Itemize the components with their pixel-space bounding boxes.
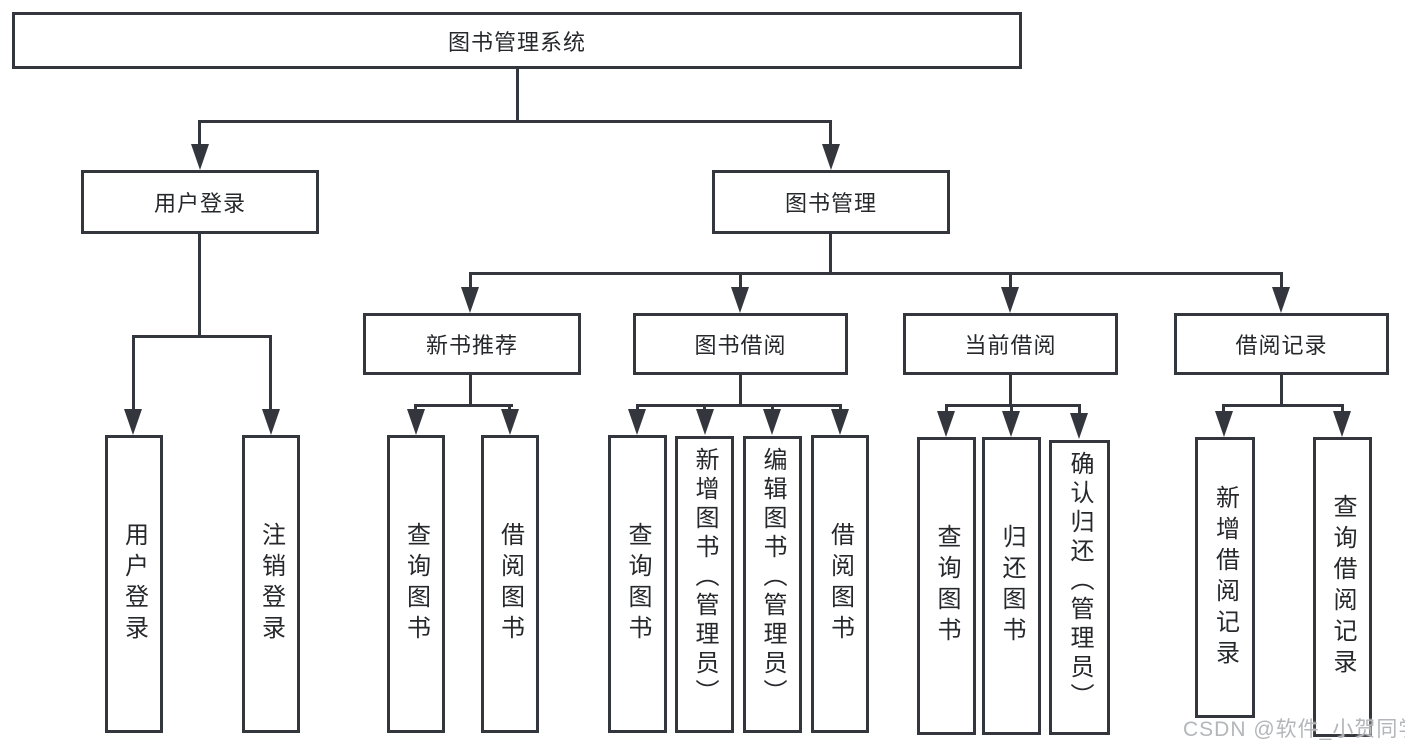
connector-book-management-stem [829, 233, 832, 274]
arrow-down-icon [1215, 411, 1233, 437]
connector-drop-leaf [703, 404, 706, 413]
arrow-down-icon [1001, 287, 1019, 313]
connector-drop-leaf [508, 404, 511, 413]
leaf-query-books: 查询图书 [917, 437, 976, 735]
node-new-book-recommend: 新书推荐 [363, 313, 581, 375]
connector-book-borrow-stem [739, 374, 742, 406]
node-user-login: 用户登录 [81, 170, 319, 234]
leaf-borrow-books: 借阅图书 [481, 435, 539, 733]
connector-borrow-records-split [1222, 404, 1343, 407]
connector-drop-leaf [1341, 404, 1344, 413]
arrow-down-icon [822, 144, 840, 170]
connector-user-login-split [132, 335, 272, 338]
connector-drop-leaf [1078, 404, 1081, 413]
node-book-management: 图书管理 [712, 170, 950, 234]
connector-drop-leaf [636, 404, 639, 413]
leaf-add-books-admin: 新增图书（管理员） [675, 436, 734, 733]
leaf-user-login: 用户登录 [105, 435, 163, 733]
arrow-down-icon [937, 411, 955, 437]
leaf-return-books: 归还图书 [982, 437, 1041, 735]
arrow-down-icon [1070, 413, 1088, 439]
leaf-confirm-return-admin: 确认归还（管理员） [1049, 440, 1110, 735]
connector-drop-leaf [945, 404, 948, 413]
arrow-down-icon [696, 409, 714, 435]
arrow-down-icon [124, 409, 142, 435]
arrow-down-icon [501, 409, 519, 435]
connector-borrow-records-stem [1280, 374, 1283, 406]
arrow-down-icon [731, 287, 749, 313]
connector-drop-borrow-records [1280, 272, 1283, 289]
arrow-down-icon [763, 409, 781, 435]
connector-current-borrow-stem [1009, 374, 1012, 406]
connector-new-book-stem [469, 374, 472, 406]
connector-root-stem [516, 69, 519, 122]
connector-drop-leaf [1010, 404, 1013, 413]
node-library-system: 图书管理系统 [12, 12, 1022, 69]
arrow-down-icon [628, 409, 646, 435]
arrow-down-icon [191, 144, 209, 170]
connector-drop-book-management [829, 120, 832, 146]
leaf-query-books: 查询图书 [608, 435, 667, 733]
connector-level3-split [469, 272, 1283, 275]
connector-drop-leaf [269, 335, 272, 411]
arrow-down-icon [831, 409, 849, 435]
arrow-down-icon [1002, 411, 1020, 437]
leaf-query-books: 查询图书 [387, 435, 445, 733]
node-current-borrow: 当前借阅 [903, 313, 1118, 375]
arrow-down-icon [461, 287, 479, 313]
connector-current-borrow-split [945, 404, 1081, 407]
connector-drop-current-borrow [1009, 272, 1012, 289]
connector-drop-user-login [198, 120, 201, 146]
leaf-edit-books-admin: 编辑图书（管理员） [743, 436, 802, 733]
leaf-borrow-books: 借阅图书 [811, 435, 869, 733]
leaf-add-borrow-record: 新增借阅记录 [1195, 437, 1255, 718]
connector-drop-leaf [771, 404, 774, 413]
csdn-watermark: CSDN @软件_小贺同学 [1183, 718, 1405, 741]
node-book-borrow: 图书借阅 [633, 313, 848, 375]
arrow-down-icon [262, 409, 280, 435]
connector-user-login-stem [198, 233, 201, 337]
leaf-logout: 注销登录 [242, 435, 300, 733]
connector-new-book-split [414, 404, 513, 407]
connector-book-borrow-split [636, 404, 842, 407]
connector-drop-book-borrow [739, 272, 742, 289]
connector-drop-leaf [839, 404, 842, 413]
arrow-down-icon [1333, 411, 1351, 437]
connector-level2-split [198, 120, 832, 123]
connector-drop-leaf [1222, 404, 1225, 413]
leaf-query-borrow-record: 查询借阅记录 [1313, 437, 1372, 737]
connector-drop-new-book [469, 272, 472, 289]
node-borrow-records: 借阅记录 [1174, 313, 1389, 375]
connector-drop-leaf [414, 404, 417, 413]
connector-drop-leaf [132, 335, 135, 411]
arrow-down-icon [407, 409, 425, 435]
arrow-down-icon [1272, 287, 1290, 313]
